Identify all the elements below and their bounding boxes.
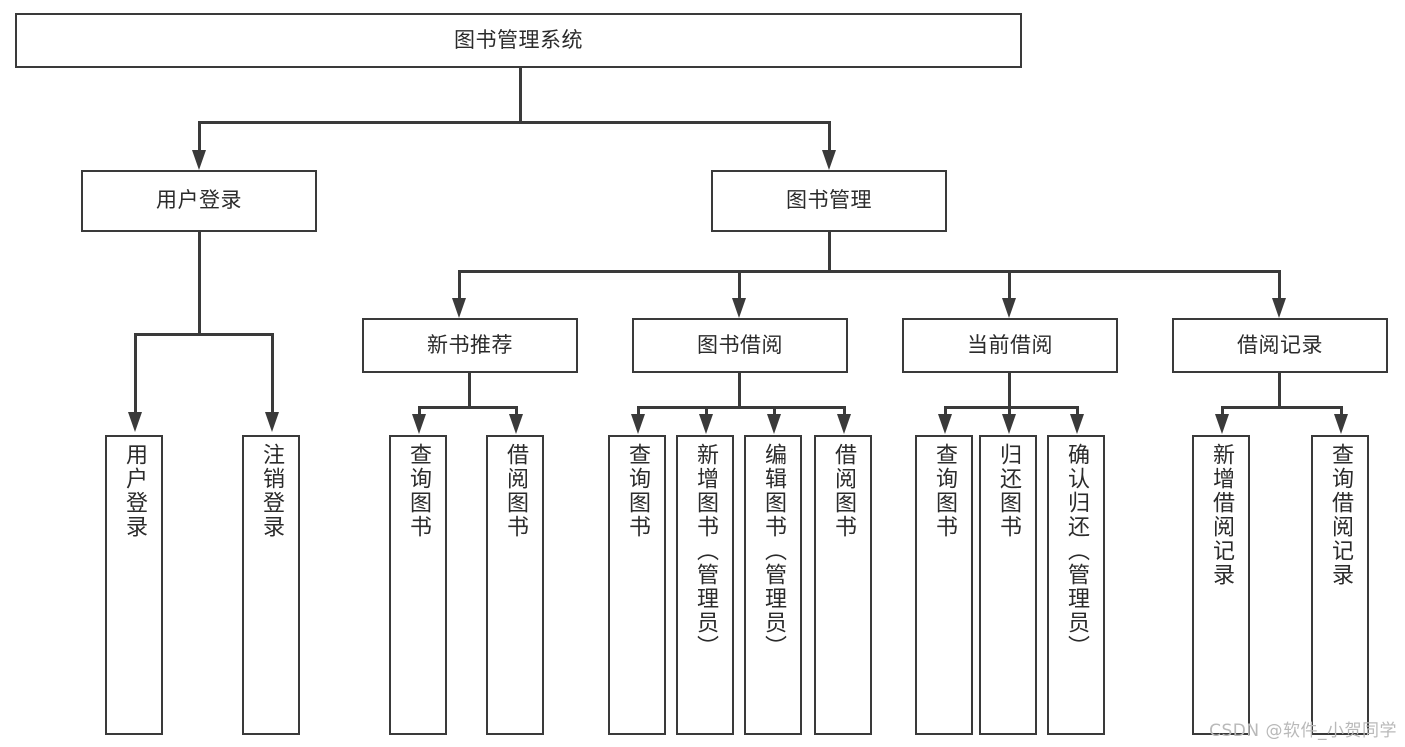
node-root-system[interactable]: 图书管理系统 xyxy=(15,13,1022,68)
arrowhead-book-mgmt-new-book xyxy=(452,298,466,318)
arrowhead-book-mgmt-borrow xyxy=(732,298,746,318)
edge-borrow-records-to-leaf-1 xyxy=(1221,406,1224,418)
edge-new-book-bus xyxy=(418,406,518,409)
edge-current-borrow-to-leaf-1 xyxy=(944,406,947,418)
edge-current-borrow-bus xyxy=(944,406,1078,409)
edge-new-book-stem xyxy=(468,373,471,406)
edge-book-mgmt-bus xyxy=(458,270,1280,273)
node-label: 查询图书 xyxy=(406,443,431,539)
node-label: 新增借阅记录 xyxy=(1209,443,1234,587)
arrowhead-book-mgmt-current xyxy=(1002,298,1016,318)
node-label: 借阅记录 xyxy=(1237,332,1323,357)
node-current-borrow[interactable]: 当前借阅 xyxy=(902,318,1118,373)
node-label: 编辑图书（管理员） xyxy=(761,443,786,659)
arrowhead-root-to-book-mgmt xyxy=(822,150,836,170)
leaf-new-book-borrow[interactable]: 借阅图书 xyxy=(486,435,544,735)
edge-current-borrow-stem xyxy=(1008,373,1011,406)
edge-borrow-records-to-leaf-2 xyxy=(1340,406,1343,418)
leaf-new-book-query[interactable]: 查询图书 xyxy=(389,435,447,735)
edge-book-borrow-to-leaf-4 xyxy=(843,406,846,418)
leaf-current-borrow-query[interactable]: 查询图书 xyxy=(915,435,973,735)
arrowhead-user-login-leaf-2 xyxy=(265,412,279,432)
arrowhead-book-borrow-leaf-4 xyxy=(837,414,851,434)
node-label: 借阅图书 xyxy=(831,443,856,539)
node-label: 新增图书（管理员） xyxy=(693,443,718,659)
leaf-book-borrow-query[interactable]: 查询图书 xyxy=(608,435,666,735)
node-label: 当前借阅 xyxy=(967,332,1053,357)
arrowhead-book-borrow-leaf-2 xyxy=(699,414,713,434)
node-label: 借阅图书 xyxy=(503,443,528,539)
leaf-book-borrow-add[interactable]: 新增图书（管理员） xyxy=(676,435,734,735)
node-label: 图书管理 xyxy=(786,188,872,213)
edge-root-bus xyxy=(198,121,830,124)
leaf-borrow-records-query[interactable]: 查询借阅记录 xyxy=(1311,435,1369,735)
node-book-borrow[interactable]: 图书借阅 xyxy=(632,318,848,373)
edge-book-borrow-to-leaf-3 xyxy=(773,406,776,418)
arrowhead-borrow-records-leaf-2 xyxy=(1334,414,1348,434)
arrowhead-user-login-leaf-1 xyxy=(128,412,142,432)
leaf-current-borrow-confirm[interactable]: 确认归还（管理员） xyxy=(1047,435,1105,735)
leaf-current-borrow-return[interactable]: 归还图书 xyxy=(979,435,1037,735)
edge-book-mgmt-to-borrow xyxy=(738,270,741,301)
edge-book-borrow-stem xyxy=(738,373,741,406)
csdn-watermark: CSDN @软件_小贺同学 xyxy=(1209,721,1397,741)
edge-book-borrow-bus xyxy=(637,406,845,409)
arrowhead-new-book-leaf-1 xyxy=(412,414,426,434)
edge-book-borrow-to-leaf-1 xyxy=(637,406,640,418)
node-label: 查询借阅记录 xyxy=(1328,443,1353,587)
node-label: 图书管理系统 xyxy=(454,27,583,52)
edge-root-to-book-mgmt xyxy=(828,121,831,153)
edge-book-mgmt-stem xyxy=(828,232,831,270)
edge-root-stem xyxy=(519,68,522,121)
edge-current-borrow-to-leaf-3 xyxy=(1076,406,1079,418)
leaf-user-login-logout[interactable]: 注销登录 xyxy=(242,435,300,735)
node-label: 图书借阅 xyxy=(697,332,783,357)
edge-root-to-user-login xyxy=(198,121,201,153)
leaf-book-borrow-borrow[interactable]: 借阅图书 xyxy=(814,435,872,735)
node-label: 注销登录 xyxy=(259,443,284,539)
node-borrow-records[interactable]: 借阅记录 xyxy=(1172,318,1388,373)
edge-borrow-records-bus xyxy=(1221,406,1343,409)
edge-user-login-stem xyxy=(198,232,201,333)
arrowhead-borrow-records-leaf-1 xyxy=(1215,414,1229,434)
edge-user-login-to-leaf-1 xyxy=(134,333,137,415)
edge-book-mgmt-to-current xyxy=(1008,270,1011,301)
edge-book-mgmt-to-new-book xyxy=(458,270,461,301)
leaf-borrow-records-add[interactable]: 新增借阅记录 xyxy=(1192,435,1250,735)
edge-user-login-bus xyxy=(134,333,273,336)
arrowhead-current-borrow-leaf-1 xyxy=(938,414,952,434)
node-new-book-recommend[interactable]: 新书推荐 xyxy=(362,318,578,373)
arrowhead-root-to-user-login xyxy=(192,150,206,170)
arrowhead-book-borrow-leaf-1 xyxy=(631,414,645,434)
node-label: 查询图书 xyxy=(932,443,957,539)
leaf-book-borrow-edit[interactable]: 编辑图书（管理员） xyxy=(744,435,802,735)
edge-new-book-to-leaf-1 xyxy=(418,406,421,418)
arrowhead-book-borrow-leaf-3 xyxy=(767,414,781,434)
arrowhead-book-mgmt-records xyxy=(1272,298,1286,318)
arrowhead-current-borrow-leaf-3 xyxy=(1070,414,1084,434)
leaf-user-login-login[interactable]: 用户登录 xyxy=(105,435,163,735)
node-user-login[interactable]: 用户登录 xyxy=(81,170,317,232)
edge-borrow-records-stem xyxy=(1278,373,1281,406)
arrowhead-current-borrow-leaf-2 xyxy=(1002,414,1016,434)
edge-current-borrow-to-leaf-2 xyxy=(1008,406,1011,418)
edge-book-borrow-to-leaf-2 xyxy=(705,406,708,418)
node-label: 查询图书 xyxy=(625,443,650,539)
node-label: 新书推荐 xyxy=(427,332,513,357)
arrowhead-new-book-leaf-2 xyxy=(509,414,523,434)
node-book-management[interactable]: 图书管理 xyxy=(711,170,947,232)
edge-book-mgmt-to-records xyxy=(1278,270,1281,301)
edge-new-book-to-leaf-2 xyxy=(515,406,518,418)
node-label: 用户登录 xyxy=(122,443,147,539)
node-label: 归还图书 xyxy=(996,443,1021,539)
edge-user-login-to-leaf-2 xyxy=(271,333,274,415)
node-label: 确认归还（管理员） xyxy=(1064,443,1089,659)
node-label: 用户登录 xyxy=(156,188,242,213)
